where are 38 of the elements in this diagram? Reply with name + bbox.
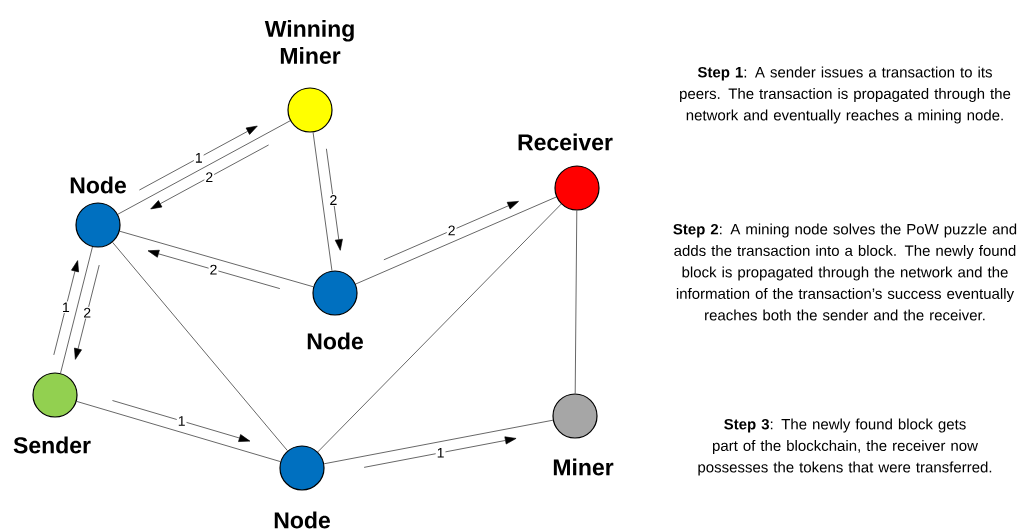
connection-line: [112, 242, 288, 451]
node-label: Node: [307, 332, 363, 350]
edge-label: 2: [208, 263, 219, 276]
connection-line: [76, 401, 281, 462]
arrow: [74, 264, 100, 360]
connection-line: [119, 230, 314, 288]
arrow: [139, 125, 258, 191]
arrow: [53, 260, 79, 356]
connection-line: [312, 132, 333, 271]
step-description: Step 1: A sender issues a transaction to its peers. The transaction is propagated through the network and eventually reaches a mining node.: [680, 66, 1011, 124]
edge-label: 2: [82, 306, 93, 319]
node-label: Sender: [13, 436, 91, 454]
step-description: Step 3: The newly found block gets part of the blockchain, the receiver now possesses the tokens that were transferred.: [698, 418, 992, 476]
arrow: [326, 148, 343, 251]
edge-label: 1: [193, 152, 204, 164]
arrow: [147, 249, 281, 289]
arrow: [383, 201, 519, 261]
edge-label: 2: [446, 224, 457, 237]
connection-line: [323, 419, 554, 465]
connection-line: [317, 203, 562, 453]
arrow: [150, 144, 269, 210]
node-label: Node: [70, 176, 126, 194]
node-label: Node: [274, 511, 330, 529]
edge-label: 1: [176, 415, 187, 427]
edge-label: 1: [60, 301, 71, 314]
edge-label: 1: [435, 447, 446, 459]
node-label: Receiver: [518, 133, 613, 151]
connection-line: [355, 196, 557, 285]
connection-line: [117, 120, 291, 215]
connection-line: [574, 210, 578, 394]
arrow: [363, 436, 517, 468]
arrow: [112, 400, 251, 442]
node-label: Winning Miner: [264, 20, 354, 64]
connection-line: [60, 246, 93, 374]
edge-label: 2: [328, 194, 339, 206]
step-description: Step 2: A mining node solves the PoW puzzle and adds the transaction into a block. The newly found block is propagated through the network and the information of the transaction’s success eventually reaches both the sender and the receiver.: [673, 223, 1017, 321]
node-label: Miner: [553, 458, 614, 476]
edge-label: 2: [204, 171, 215, 184]
